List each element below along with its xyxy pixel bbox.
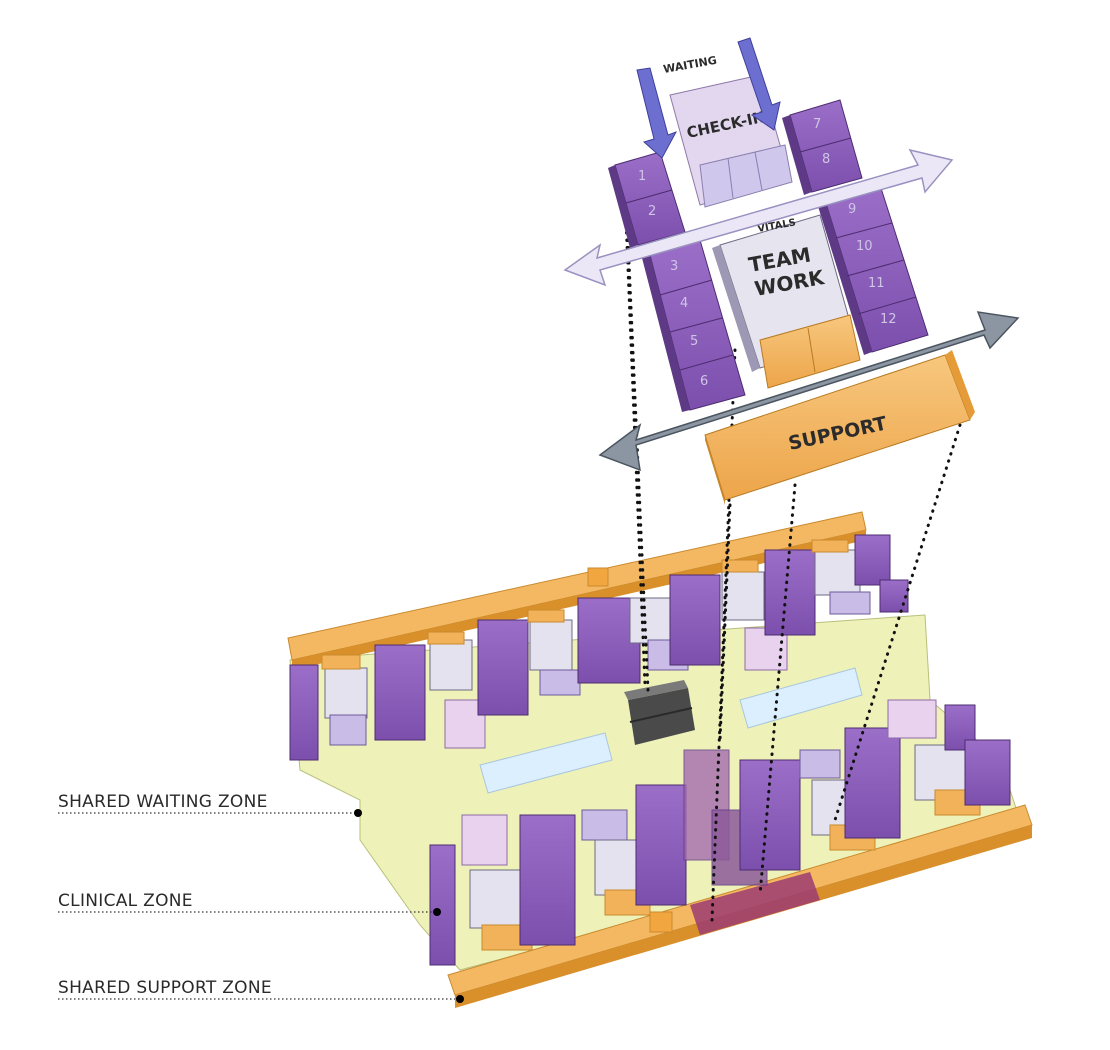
exploded-module: SUPPORT 3 4 5 6 1 2 <box>563 37 1020 505</box>
svg-text:7: 7 <box>813 117 821 132</box>
svg-text:2: 2 <box>648 204 656 219</box>
left-exam-column: 3 4 5 6 <box>642 239 746 412</box>
svg-text:9: 9 <box>848 202 856 217</box>
svg-text:11: 11 <box>868 276 885 291</box>
svg-text:SHARED SUPPORT ZONE: SHARED SUPPORT ZONE <box>58 978 272 998</box>
svg-text:10: 10 <box>856 239 873 254</box>
zone-label-support: SHARED SUPPORT ZONE <box>58 978 464 1003</box>
zone-label-clinical: CLINICAL ZONE <box>58 891 441 916</box>
svg-text:3: 3 <box>670 259 678 274</box>
window-right <box>739 667 863 729</box>
circulation-arrow-dark <box>598 311 1020 472</box>
window-left <box>479 732 613 794</box>
svg-text:SHARED WAITING ZONE: SHARED WAITING ZONE <box>58 792 268 812</box>
svg-text:1: 1 <box>638 169 646 184</box>
support-block: SUPPORT <box>704 350 975 505</box>
module-highlight <box>690 872 820 935</box>
floor-plan <box>287 511 1033 1008</box>
zone-legend: SHARED WAITING ZONE CLINICAL ZONE SHARED… <box>58 792 464 1003</box>
circulation-arrow-light <box>563 148 954 287</box>
left-upper-exam-column: 1 2 <box>608 151 686 248</box>
svg-text:5: 5 <box>690 334 698 349</box>
zone-label-waiting: SHARED WAITING ZONE <box>58 792 362 817</box>
check-in-block: CHECK-IN <box>669 74 793 208</box>
team-work-block: TEAM WORK VITALS <box>712 214 861 389</box>
svg-text:8: 8 <box>822 152 830 167</box>
svg-text:4: 4 <box>680 296 688 311</box>
top-clinical-row <box>289 534 909 761</box>
central-dark-block <box>624 680 695 745</box>
right-upper-exam-column: 7 8 <box>782 99 863 195</box>
bottom-clinical-row <box>429 699 1011 966</box>
svg-text:12: 12 <box>880 312 897 327</box>
waiting-label: WAITING <box>662 54 718 76</box>
svg-text:CLINICAL ZONE: CLINICAL ZONE <box>58 891 193 911</box>
svg-text:6: 6 <box>700 374 708 389</box>
